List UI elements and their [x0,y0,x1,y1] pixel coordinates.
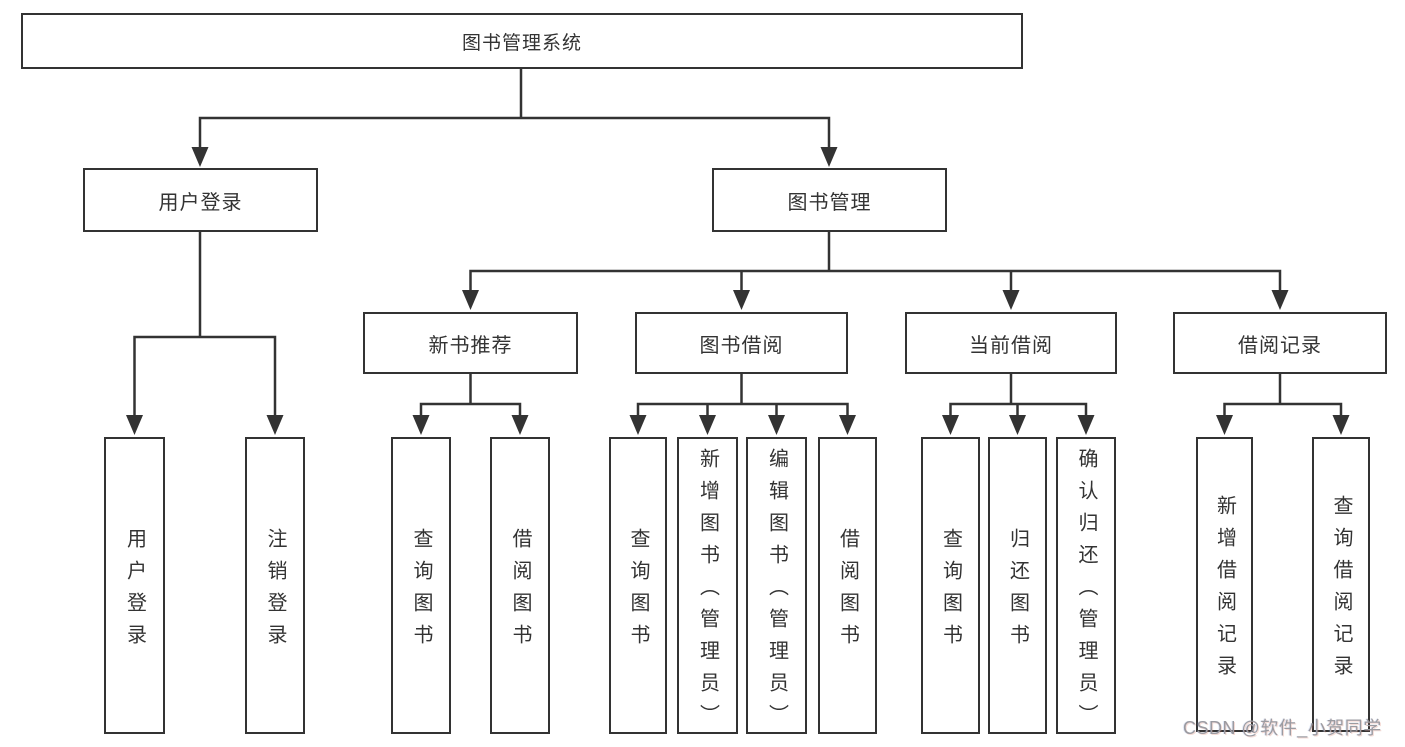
leaf-user-login: 用户登录 [104,437,165,734]
leaf-newbook-borrow-books: 借阅图书 [490,437,550,734]
leaf-record-add: 新增借阅记录 [1196,437,1253,732]
leaf-borrow-borrow-books: 借阅图书 [818,437,877,734]
leaf-borrow-add-books-admin: 新增图书（管理员） [677,437,738,736]
leaf-record-query: 查询借阅记录 [1312,437,1370,732]
node-current-borrow: 当前借阅 [905,312,1117,374]
leaf-logout: 注销登录 [245,437,305,734]
leaf-current-confirm-return-admin: 确认归还（管理员） [1056,437,1116,736]
node-user-login: 用户登录 [83,168,318,232]
watermark-text: CSDN @软件_小贺同学 [1183,718,1382,738]
node-book-borrow: 图书借阅 [635,312,848,374]
leaf-current-return-books: 归还图书 [988,437,1047,734]
leaf-borrow-edit-books-admin: 编辑图书（管理员） [746,437,807,736]
leaf-newbook-query-books: 查询图书 [391,437,451,734]
node-new-book-recommend: 新书推荐 [363,312,578,374]
leaf-current-query-books: 查询图书 [921,437,980,734]
node-book-management: 图书管理 [712,168,947,232]
leaf-borrow-query-books: 查询图书 [609,437,667,734]
node-borrow-record: 借阅记录 [1173,312,1387,374]
arrowheads [126,147,1350,435]
node-root: 图书管理系统 [21,13,1023,69]
